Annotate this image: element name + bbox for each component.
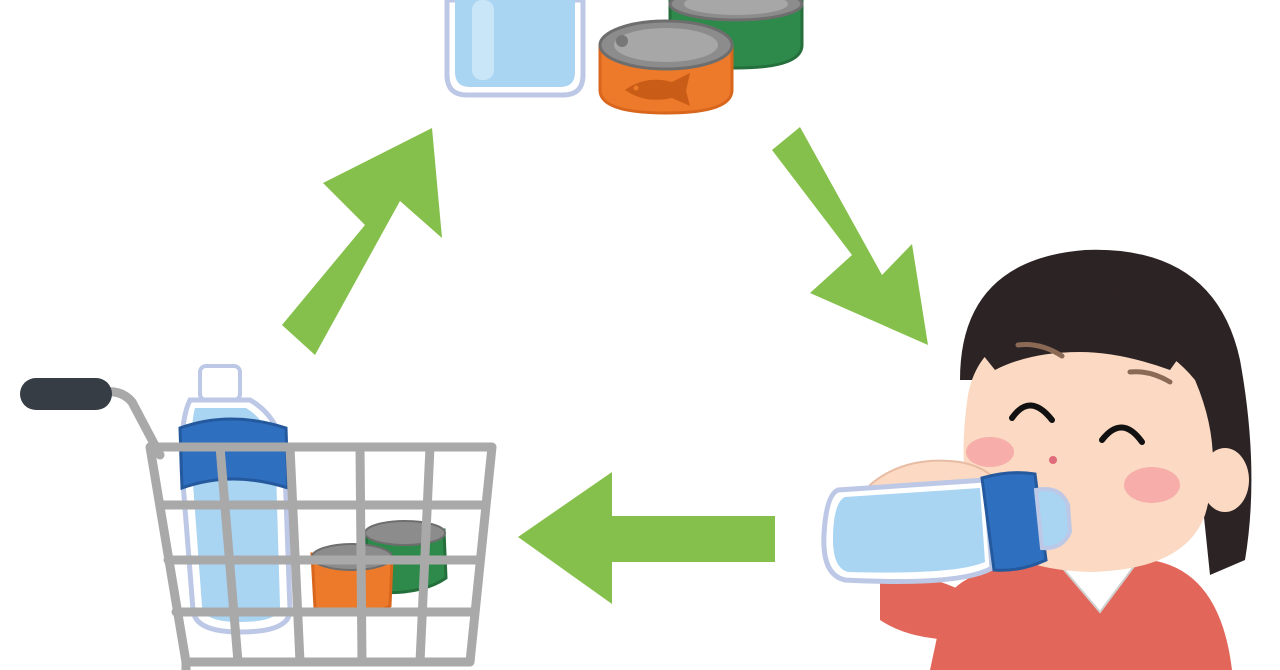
arrow-left-to-cart bbox=[518, 472, 775, 604]
drinking-bottle-icon bbox=[821, 471, 1073, 584]
cart-water-bottle-icon bbox=[178, 364, 293, 635]
arrow-down-to-consume bbox=[772, 127, 928, 345]
cart-handle bbox=[20, 378, 112, 410]
stockpile-group bbox=[444, 0, 804, 115]
water-bottle-icon bbox=[444, 0, 586, 98]
girl-eye-left bbox=[1009, 402, 1055, 423]
cart-canned-fish-icon bbox=[310, 543, 394, 617]
arrow-up-to-stockpile bbox=[282, 128, 442, 355]
girl-ear bbox=[1201, 448, 1249, 512]
fish-icon bbox=[625, 73, 690, 106]
girl-eye-right bbox=[1099, 424, 1145, 445]
shopping-cart-group bbox=[20, 364, 497, 670]
canned-fish-icon bbox=[598, 19, 734, 115]
girl-drinking-group bbox=[821, 249, 1252, 670]
girl-sweater bbox=[930, 560, 1232, 670]
